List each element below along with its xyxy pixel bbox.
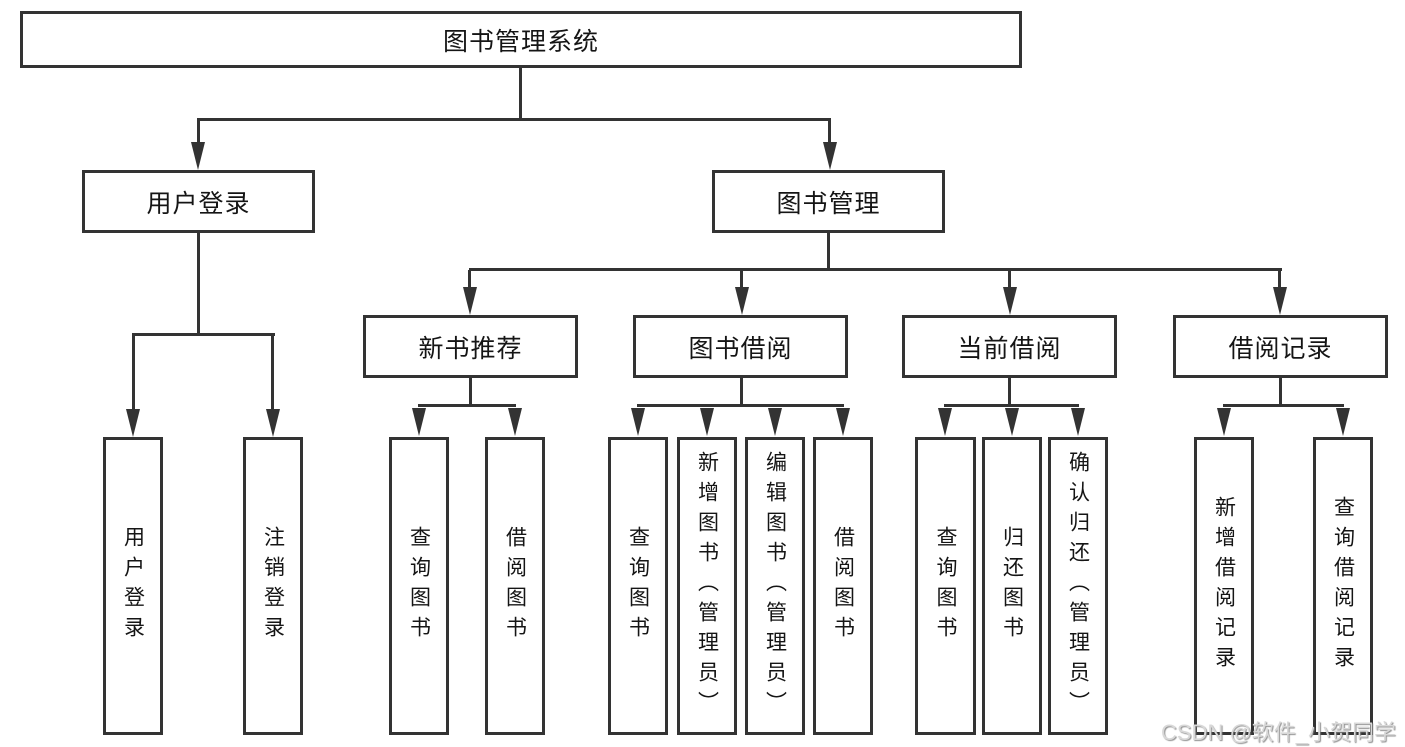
leaf-borrow-books-recommend: 借阅图书: [485, 437, 545, 735]
connector-current-borrow-bar: [944, 404, 1079, 407]
arrow-down-icon: [126, 409, 140, 437]
arrow-down-icon: [1003, 287, 1017, 315]
arrow-down-icon: [1217, 408, 1231, 436]
node-root: 图书管理系统: [20, 11, 1022, 68]
arrow-down-icon: [1273, 287, 1287, 315]
node-root-label: 图书管理系统: [442, 27, 599, 56]
leaf-return-book-label: 归还图书: [1000, 526, 1024, 646]
connector-drop-leaf-logout: [271, 335, 274, 409]
node-book-borrow-label: 图书借阅: [688, 334, 793, 363]
leaf-edit-book-admin: 编辑图书（管理员）: [745, 437, 805, 735]
leaf-borrow-books: 借阅图书: [813, 437, 873, 735]
leaf-query-borrow-record: 查询借阅记录: [1313, 437, 1373, 735]
leaf-add-borrow-record: 新增借阅记录: [1194, 437, 1254, 735]
node-new-book-recommend-label: 新书推荐: [418, 334, 523, 363]
node-user-login-label: 用户登录: [146, 189, 251, 218]
leaf-confirm-return-admin-label: 确认归还（管理员）: [1066, 451, 1090, 721]
leaf-add-book-admin-label: 新增图书（管理员）: [695, 451, 719, 721]
connector-book-borrow-bar: [637, 404, 844, 407]
node-book-borrow: 图书借阅: [633, 315, 848, 378]
leaf-query-borrow-record-label: 查询借阅记录: [1331, 496, 1355, 676]
arrow-down-icon: [1336, 408, 1350, 436]
connector-borrow-records-bar: [1223, 404, 1344, 407]
leaf-borrow-books-recommend-label: 借阅图书: [503, 526, 527, 646]
leaf-query-books-current: 查询图书: [915, 437, 976, 735]
connector-book-borrow-stem: [740, 378, 743, 405]
arrow-down-icon: [412, 408, 426, 436]
node-book-management: 图书管理: [712, 170, 945, 233]
leaf-add-book-admin: 新增图书（管理员）: [677, 437, 737, 735]
connector-drop-new-book: [468, 270, 471, 287]
node-borrow-records-label: 借阅记录: [1228, 334, 1333, 363]
arrow-down-icon: [1071, 408, 1085, 436]
leaf-borrow-books-label: 借阅图书: [831, 526, 855, 646]
connector-new-book-stem: [469, 378, 472, 405]
watermark-text: CSDN @软件_小贺同学: [1161, 720, 1397, 745]
connector-user-login-bar: [132, 333, 275, 336]
arrow-down-icon: [823, 142, 837, 170]
node-new-book-recommend: 新书推荐: [363, 315, 578, 378]
connector-drop-book-management: [828, 120, 831, 142]
connector-drop-leaf-user-login: [132, 335, 135, 409]
leaf-query-books-borrow: 查询图书: [608, 437, 668, 735]
arrow-down-icon: [836, 408, 850, 436]
connector-current-borrow-stem: [1008, 378, 1011, 405]
leaf-user-login: 用户登录: [103, 437, 163, 735]
node-current-borrow: 当前借阅: [902, 315, 1117, 378]
arrow-down-icon: [938, 408, 952, 436]
node-current-borrow-label: 当前借阅: [957, 334, 1062, 363]
leaf-confirm-return-admin: 确认归还（管理员）: [1048, 437, 1108, 735]
connector-root-stem: [519, 68, 522, 120]
arrow-down-icon: [1005, 408, 1019, 436]
leaf-return-book: 归还图书: [982, 437, 1042, 735]
leaf-logout-label: 注销登录: [261, 526, 285, 646]
arrow-down-icon: [631, 408, 645, 436]
connector-drop-book-borrow: [740, 270, 743, 287]
connector-level1-bar: [197, 118, 831, 121]
connector-user-login-stem: [197, 233, 200, 335]
connector-drop-user-login: [197, 120, 200, 142]
arrow-down-icon: [266, 409, 280, 437]
leaf-query-books-borrow-label: 查询图书: [626, 526, 650, 646]
leaf-add-borrow-record-label: 新增借阅记录: [1212, 496, 1236, 676]
leaf-query-books-current-label: 查询图书: [934, 526, 958, 646]
connector-drop-borrow-records: [1278, 270, 1281, 287]
connector-drop-current-borrow: [1008, 270, 1011, 287]
connector-new-book-bar: [418, 404, 516, 407]
arrow-down-icon: [508, 408, 522, 436]
connector-book-management-stem: [827, 233, 830, 271]
arrow-down-icon: [191, 142, 205, 170]
leaf-edit-book-admin-label: 编辑图书（管理员）: [763, 451, 787, 721]
node-user-login: 用户登录: [82, 170, 315, 233]
arrow-down-icon: [735, 287, 749, 315]
leaf-query-books-recommend: 查询图书: [389, 437, 449, 735]
arrow-down-icon: [768, 408, 782, 436]
leaf-user-login-label: 用户登录: [121, 526, 145, 646]
node-borrow-records: 借阅记录: [1173, 315, 1388, 378]
arrow-down-icon: [700, 408, 714, 436]
connector-level2-bar: [469, 268, 1282, 271]
leaf-query-books-recommend-label: 查询图书: [407, 526, 431, 646]
connector-borrow-records-stem: [1279, 378, 1282, 405]
arrow-down-icon: [463, 287, 477, 315]
leaf-logout: 注销登录: [243, 437, 303, 735]
node-book-management-label: 图书管理: [776, 189, 881, 218]
